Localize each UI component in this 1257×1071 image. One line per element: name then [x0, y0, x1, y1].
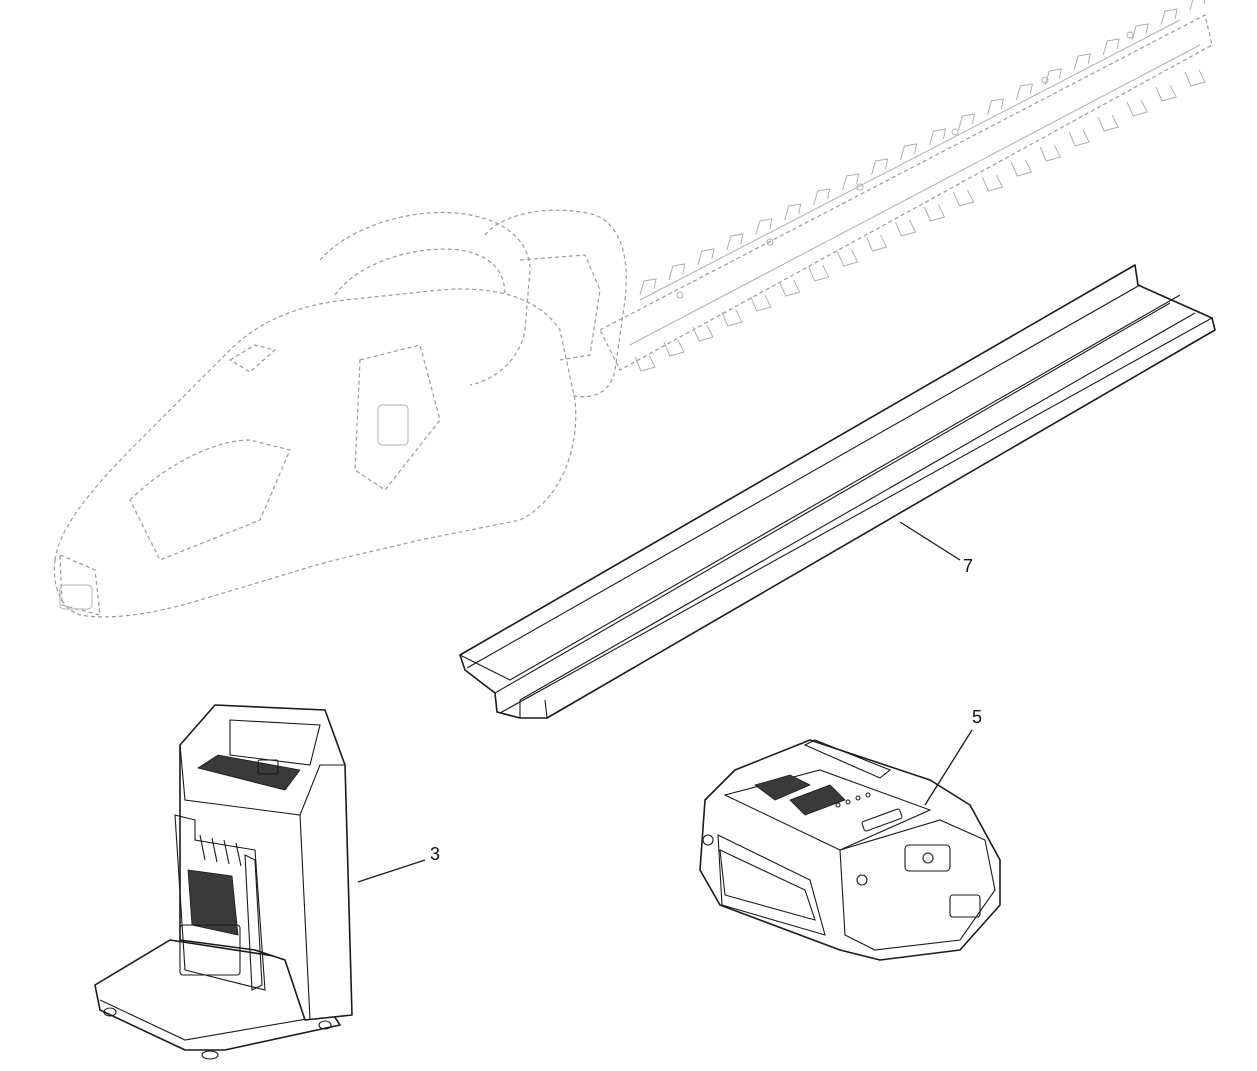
blade-tooth-upper: [755, 218, 773, 236]
callout-3: 3: [430, 844, 441, 864]
blade-tooth-lower: [1039, 144, 1061, 162]
blade-tooth-upper: [1015, 83, 1033, 101]
callout-7: 7: [963, 556, 974, 576]
blade-tooth-upper: [697, 248, 715, 266]
blade-tooth-lower: [634, 354, 656, 372]
blade-tooth-upper: [871, 158, 889, 176]
blade-tooth-lower: [692, 324, 714, 342]
blade-tooth-upper: [784, 203, 802, 221]
blade-tooth-lower: [750, 294, 772, 312]
blade-tooth-lower: [981, 174, 1004, 192]
blade-tooth-lower: [1184, 69, 1206, 87]
hedge-trimmer-ghost: [53, 0, 1213, 618]
blade-tooth-upper: [986, 98, 1005, 116]
blade-tooth-upper: [726, 233, 744, 251]
blade-tooth-upper: [1102, 38, 1120, 56]
battery-part: [699, 739, 1001, 961]
blade-tooth-upper: [668, 263, 686, 281]
blade-tooth-upper: [900, 143, 918, 161]
blade-tooth-upper: [957, 113, 976, 131]
blade-tooth-lower: [895, 219, 917, 237]
blade-tooth-lower: [866, 234, 888, 252]
charger-part: [94, 704, 353, 1060]
leader-line-7: [899, 521, 961, 561]
blade-tooth-lower: [1126, 99, 1148, 117]
blade-tooth-lower: [837, 249, 859, 267]
blade-tooth-lower: [1155, 84, 1177, 102]
blade-tooth-lower: [721, 309, 743, 327]
blade-tooth-lower: [924, 204, 946, 222]
callout-5: 5: [972, 707, 983, 727]
blade-tooth-lower: [952, 189, 975, 207]
blade-tooth-lower: [1097, 114, 1119, 132]
blade-tooth-upper: [639, 278, 657, 296]
blade-tooth-upper: [1073, 53, 1091, 71]
blade-tooth-upper: [1131, 23, 1149, 41]
blade-tooth-lower: [1068, 129, 1090, 147]
blade-tooth-upper: [813, 188, 831, 206]
blade-tooth-lower: [808, 264, 830, 282]
leader-line-3: [357, 859, 426, 883]
blade-tooth-upper: [842, 173, 860, 191]
blade-guard-part: [459, 264, 1216, 719]
blade-tooth-upper: [1189, 0, 1206, 11]
blade-tooth-lower: [1010, 159, 1033, 177]
blade-tooth-lower: [663, 339, 685, 357]
blade-tooth-upper: [928, 128, 947, 146]
blade-tooth-lower: [779, 279, 801, 297]
leader-line-5: [924, 729, 973, 806]
blade-tooth-upper: [1160, 8, 1178, 26]
